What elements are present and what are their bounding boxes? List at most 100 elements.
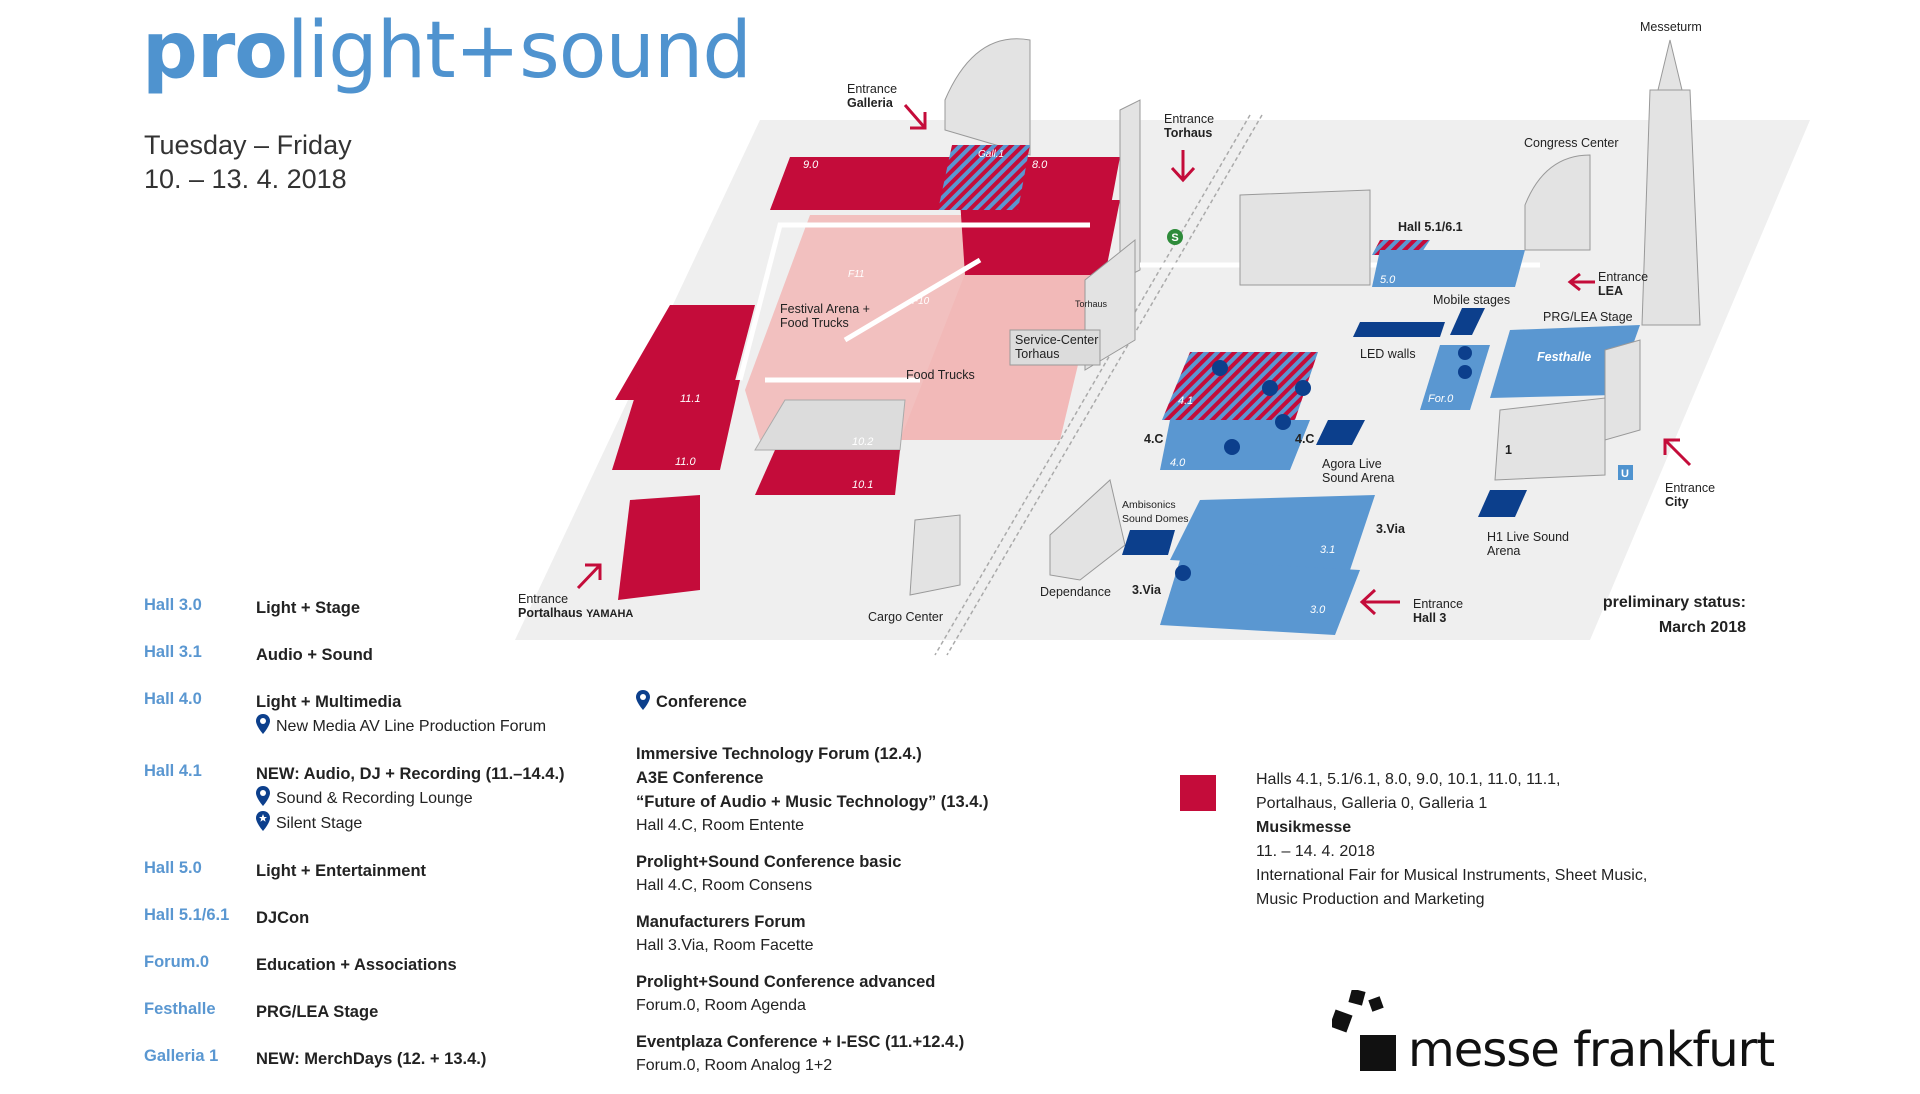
conference-heading: Conference — [636, 690, 1156, 714]
hall-11-1 — [615, 305, 755, 400]
event-dates: Tuesday – Friday 10. – 13. 4. 2018 — [144, 128, 352, 196]
legend-hall-name: Hall 3.0 — [144, 596, 202, 614]
galleria-1 — [938, 145, 1030, 210]
conference-title: Prolight+Sound Conference basic — [636, 853, 902, 871]
hall-tag-10-2: 10.2 — [852, 436, 874, 448]
label-cargo-center: Cargo Center — [868, 610, 944, 624]
entrance-arrow-galleria — [903, 104, 927, 130]
hall-tag-gall-1: Gall.1 — [978, 149, 1005, 160]
legend-row: Hall 4.1 NEW: Audio, DJ + Recording (11.–… — [144, 762, 624, 836]
path-tag-f11: F11 — [848, 269, 865, 280]
silent-stage-marker — [1224, 439, 1240, 455]
hall-5-building — [1239, 189, 1371, 286]
legend-hall-topic: Education + Associations — [256, 956, 457, 974]
hall-tag-3-0: 3.0 — [1310, 604, 1326, 616]
legend-hall-name: Hall 4.1 — [144, 762, 202, 780]
hall-tag-11-0: 11.0 — [675, 456, 696, 468]
entrance-arrow-torhaus — [1170, 150, 1196, 183]
musikmesse-halls-line2: Portalhaus, Galleria 0, Galleria 1 — [1256, 795, 1488, 812]
agora-live-stage — [1316, 420, 1365, 445]
legend-hall-topic: Light + Stage — [256, 599, 361, 617]
hall-tag-4-0: 4.0 — [1170, 457, 1186, 469]
legend-hall-topic: Light + Entertainment — [256, 862, 427, 880]
entrance-arrow-portalhaus — [576, 563, 602, 590]
messeturm-tower — [1641, 89, 1701, 326]
silent-stage-marker — [1262, 380, 1278, 396]
legend-hall-name: Galleria 1 — [144, 1047, 219, 1065]
label-congress-center: Congress Center — [1524, 136, 1619, 150]
hall-tag-4-1: 4.1 — [1178, 395, 1194, 407]
event-days: Tuesday – Friday — [144, 130, 352, 160]
conference-block: Eventplaza Conference + I-ESC (11.+12.4.… — [636, 1030, 1156, 1078]
label-torhaus: Torhaus — [1075, 299, 1108, 309]
legend-hall-name: Hall 4.0 — [144, 690, 202, 708]
dependance-building — [1049, 479, 1126, 581]
hall-tag-3-1: 3.1 — [1320, 544, 1336, 556]
legend-hall-name: Hall 5.0 — [144, 859, 202, 877]
label-messeturm: Messeturm — [1640, 20, 1702, 34]
conference-room: Hall 4.C, Room Consens — [636, 877, 813, 894]
label-hall-5-1-6-1: Hall 5.1/6.1 — [1398, 220, 1463, 234]
label-food-trucks: Food Trucks — [906, 368, 975, 382]
star-pin-icon — [256, 811, 270, 831]
legend-row: Hall 5.1/6.1 DJCon — [144, 906, 624, 930]
hall-tag-festhalle-1: 1 — [1505, 443, 1512, 457]
legend-row: Forum.0 Education + Associations — [144, 953, 624, 977]
conference-pin-marker — [1175, 565, 1191, 581]
legend-row: Hall 5.0 Light + Entertainment — [144, 859, 624, 883]
u-bahn-letter: U — [1621, 468, 1629, 480]
legend-hall-name: Hall 5.1/6.1 — [144, 906, 230, 924]
path-tag-f10: F10 — [912, 296, 930, 307]
entrance-arrow-city — [1663, 438, 1692, 467]
conference-title: A3E Conference — [636, 769, 764, 787]
cargo-center-building — [909, 514, 961, 596]
legend-hall-topic: NEW: Audio, DJ + Recording (11.–14.4.) — [256, 765, 565, 783]
mobile-stage — [1450, 308, 1485, 335]
legend-hall-name: Forum.0 — [144, 953, 210, 971]
hall-tag-forum-0: For.0 — [1428, 393, 1454, 405]
ambisonics-dome — [1122, 530, 1175, 555]
hall-tag-10-1: 10.1 — [852, 479, 874, 491]
legend-hall-topic: Light + Multimedia — [256, 693, 402, 711]
railway-line — [946, 114, 1263, 656]
legend-sub-item: New Media AV Line Production Forum — [256, 714, 624, 739]
silent-stage-marker — [1212, 360, 1228, 376]
h1-live-arena — [1478, 490, 1527, 517]
entrance-arrow-lea — [1567, 272, 1595, 292]
conference-pin-marker — [1295, 380, 1311, 396]
hall-3-1 — [1170, 495, 1375, 570]
messeturm-spire — [1657, 39, 1683, 91]
label-mobile-stages: Mobile stages — [1433, 293, 1511, 307]
conference-pin-marker — [1458, 365, 1472, 379]
legend-row: Hall 3.0 Light + Stage — [144, 596, 624, 620]
hall-tag-8-0: 8.0 — [1032, 159, 1048, 171]
hall-5-0 — [1372, 250, 1525, 287]
label-prg-lea-stage: PRG/LEA Stage — [1543, 310, 1633, 324]
conference-room: Hall 4.C, Room Entente — [636, 817, 805, 834]
map-pin-icon — [636, 690, 650, 710]
label-3-via-a: 3.Via — [1376, 522, 1405, 536]
map-pin-icon — [256, 786, 270, 806]
hall-4-1 — [1162, 352, 1318, 420]
musikmesse-name: Musikmesse — [1256, 819, 1352, 836]
label-4-c-b: 4.C — [1295, 432, 1315, 446]
festhalle-stage — [1490, 325, 1640, 398]
legend-hall-topic: DJCon — [256, 909, 310, 927]
logo-pro: pro — [142, 6, 288, 96]
conference-list: Conference Immersive Technology Forum (1… — [636, 690, 1156, 1078]
legend-hall-topic: Audio + Sound — [256, 646, 373, 664]
conference-room: Forum.0, Room Agenda — [636, 997, 806, 1014]
musikmesse-color-swatch — [1180, 775, 1216, 811]
preliminary-status: preliminary status: March 2018 — [1602, 594, 1746, 636]
s-bahn-icon — [1167, 229, 1183, 245]
